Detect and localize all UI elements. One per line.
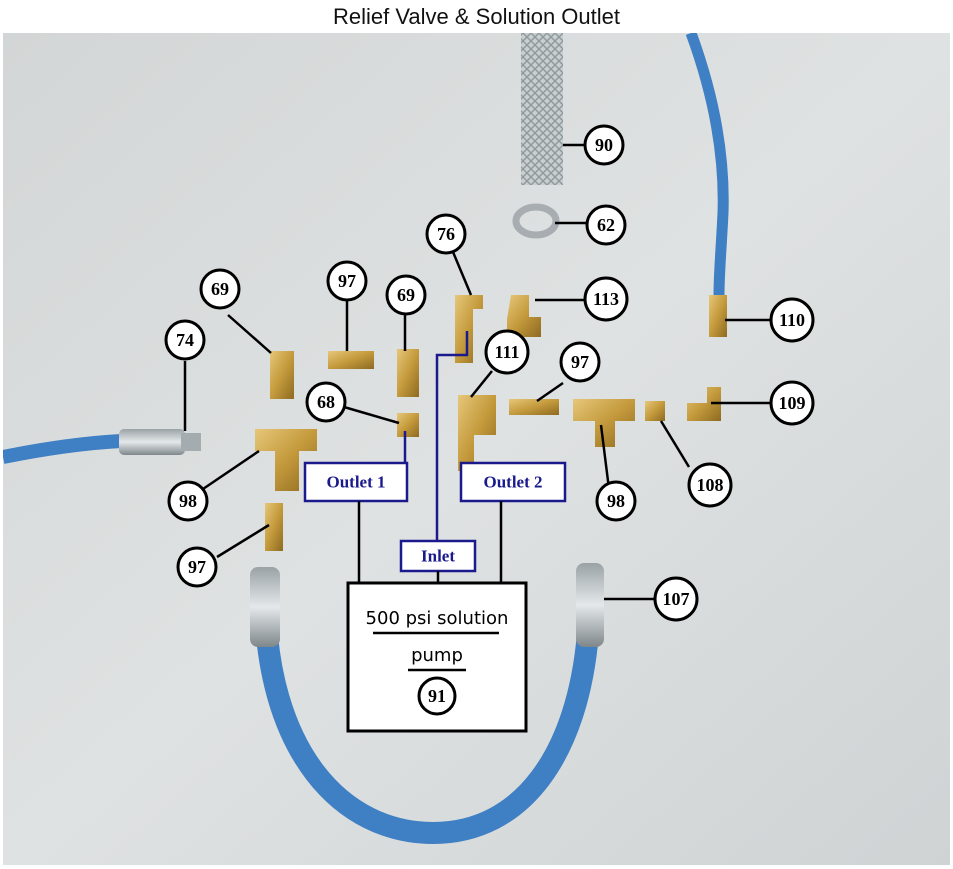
outlet-1-label: Outlet 1 <box>326 473 385 492</box>
svg-text:109: 109 <box>779 393 806 413</box>
svg-text:97: 97 <box>188 557 206 577</box>
hose-fitting-110 <box>709 295 727 337</box>
braided-hose <box>521 33 563 185</box>
callout-111: 111 <box>484 329 530 375</box>
svg-text:69: 69 <box>211 279 229 299</box>
callout-107: 107 <box>653 576 699 622</box>
nipple-97-bottom <box>265 503 283 551</box>
callout-98-left: 98 <box>167 480 209 522</box>
blue-hose-left <box>3 434 122 464</box>
callout-62: 62 <box>585 204 627 246</box>
svg-text:91: 91 <box>428 686 446 706</box>
fitting-69-left <box>270 351 294 399</box>
callout-97-top: 97 <box>326 260 368 302</box>
svg-text:74: 74 <box>176 330 194 350</box>
outlet-1-box: Outlet 1 <box>303 461 409 503</box>
svg-text:69: 69 <box>397 285 415 305</box>
blue-hose-top <box>685 33 729 296</box>
diagram-title: Relief Valve & Solution Outlet <box>333 4 620 29</box>
svg-text:108: 108 <box>697 475 724 495</box>
svg-text:97: 97 <box>338 271 356 291</box>
callout-74: 74 <box>164 319 206 361</box>
elbow-113 <box>507 295 541 337</box>
elbow-111 <box>458 395 496 471</box>
svg-text:110: 110 <box>779 310 805 330</box>
callout-109: 109 <box>769 380 815 426</box>
svg-text:111: 111 <box>494 342 519 362</box>
callout-69-right: 69 <box>385 274 427 316</box>
plug-68 <box>397 413 419 437</box>
inlet-box: Inlet <box>399 539 477 573</box>
tee-98-right <box>573 399 635 447</box>
elbow-76 <box>455 295 483 363</box>
leader-lines <box>183 143 771 601</box>
callout-110: 110 <box>769 297 815 343</box>
svg-text:113: 113 <box>593 289 619 309</box>
callout-97-middle: 97 <box>559 341 601 383</box>
svg-text:68: 68 <box>317 392 335 412</box>
hose-end-74 <box>119 429 185 455</box>
bushing-108 <box>645 401 665 421</box>
callout-69-left: 69 <box>199 268 241 310</box>
callouts: 90 62 76 113 110 97 69 69 74 111 97 68 1… <box>164 124 815 622</box>
parts-diagram: Outlet 1 Outlet 2 Inlet 500 psi solution… <box>3 33 950 865</box>
blue-hose-bottom <box>254 592 599 845</box>
svg-text:98: 98 <box>607 491 625 511</box>
svg-text:107: 107 <box>663 589 690 609</box>
parts-photo: Outlet 1 Outlet 2 Inlet 500 psi solution… <box>3 33 950 865</box>
pump-label-line2: pump <box>411 645 463 666</box>
callout-68: 68 <box>305 381 347 423</box>
tee-98-left <box>255 429 317 491</box>
svg-text:98: 98 <box>179 491 197 511</box>
svg-text:76: 76 <box>437 224 455 244</box>
callout-90: 90 <box>583 124 625 166</box>
svg-text:90: 90 <box>595 135 613 155</box>
callout-76: 76 <box>425 213 467 255</box>
nipple-97-top <box>328 351 374 369</box>
svg-text:97: 97 <box>571 352 589 372</box>
outlet-2-box: Outlet 2 <box>459 461 567 503</box>
pump-label-line1: 500 psi solution <box>366 608 509 629</box>
pump-box: 500 psi solution pump 91 <box>346 501 528 733</box>
callout-91 <box>417 676 457 716</box>
fitting-69-right <box>397 349 419 397</box>
hose-end-107 <box>576 563 604 647</box>
inlet-label: Inlet <box>421 547 455 566</box>
callout-113: 113 <box>583 276 629 322</box>
elbow-109 <box>687 387 721 421</box>
hose-end-left <box>250 567 280 647</box>
hose-clamp <box>512 203 560 239</box>
callout-108: 108 <box>687 462 733 508</box>
outlet-2-label: Outlet 2 <box>483 473 542 492</box>
callout-97-bottom: 97 <box>176 546 218 588</box>
svg-text:62: 62 <box>597 215 615 235</box>
nipple-97-middle <box>509 399 559 415</box>
callout-98-right: 98 <box>595 480 637 522</box>
